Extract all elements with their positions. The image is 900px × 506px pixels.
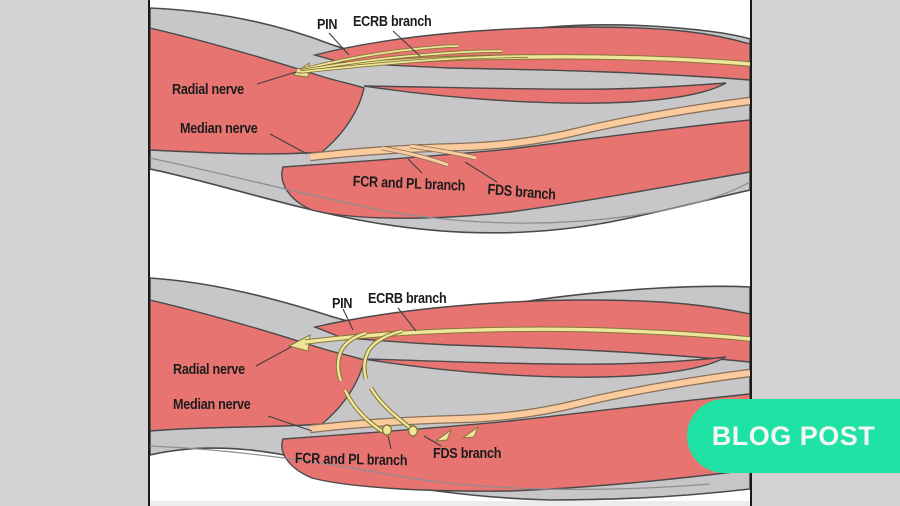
muscle-wedge-bottom	[363, 356, 727, 378]
leader-lines-bottom	[255, 307, 442, 450]
label-top-pin: PIN	[317, 16, 338, 33]
radial-nerve-top	[291, 44, 750, 78]
nerve-transfer-figure	[150, 7, 750, 501]
median-nerve-bottom	[309, 368, 750, 434]
fascia-line-bottom	[150, 445, 711, 490]
label-bottom-ecrb: ECRB branch	[368, 290, 447, 307]
image-crop-strip	[150, 501, 750, 506]
diagram-bottom-transfer	[150, 277, 750, 501]
muscle-upper-left-top	[150, 27, 365, 155]
radial-nerve-transfer	[287, 326, 750, 437]
label-bottom-fcr: FCR and PL branch	[294, 450, 408, 470]
label-bottom-pin: PIN	[332, 295, 353, 312]
label-top-radial: Radial nerve	[172, 81, 244, 98]
diagram-top-anatomy	[150, 7, 750, 234]
label-top-fcr: FCR and PL branch	[352, 173, 466, 195]
figure-panel: PIN ECRB branch Radial nerve Median nerv…	[148, 0, 752, 506]
label-bottom-fds: FDS branch	[433, 445, 502, 462]
blog-post-badge: BLOG POST	[687, 399, 900, 473]
median-nerve-top	[309, 96, 750, 168]
muscle-bottom-bottom	[281, 393, 750, 492]
muscle-wedge-top	[363, 82, 727, 104]
label-bottom-median: Median nerve	[173, 396, 251, 413]
label-top-ecrb: ECRB branch	[353, 13, 432, 30]
muscle-band-top	[312, 26, 750, 81]
cut-branch-stubs	[434, 425, 480, 442]
label-top-median: Median nerve	[180, 120, 258, 137]
label-bottom-radial: Radial nerve	[173, 361, 245, 378]
fascia-line-top	[150, 157, 750, 224]
leader-lines-top	[256, 30, 498, 183]
